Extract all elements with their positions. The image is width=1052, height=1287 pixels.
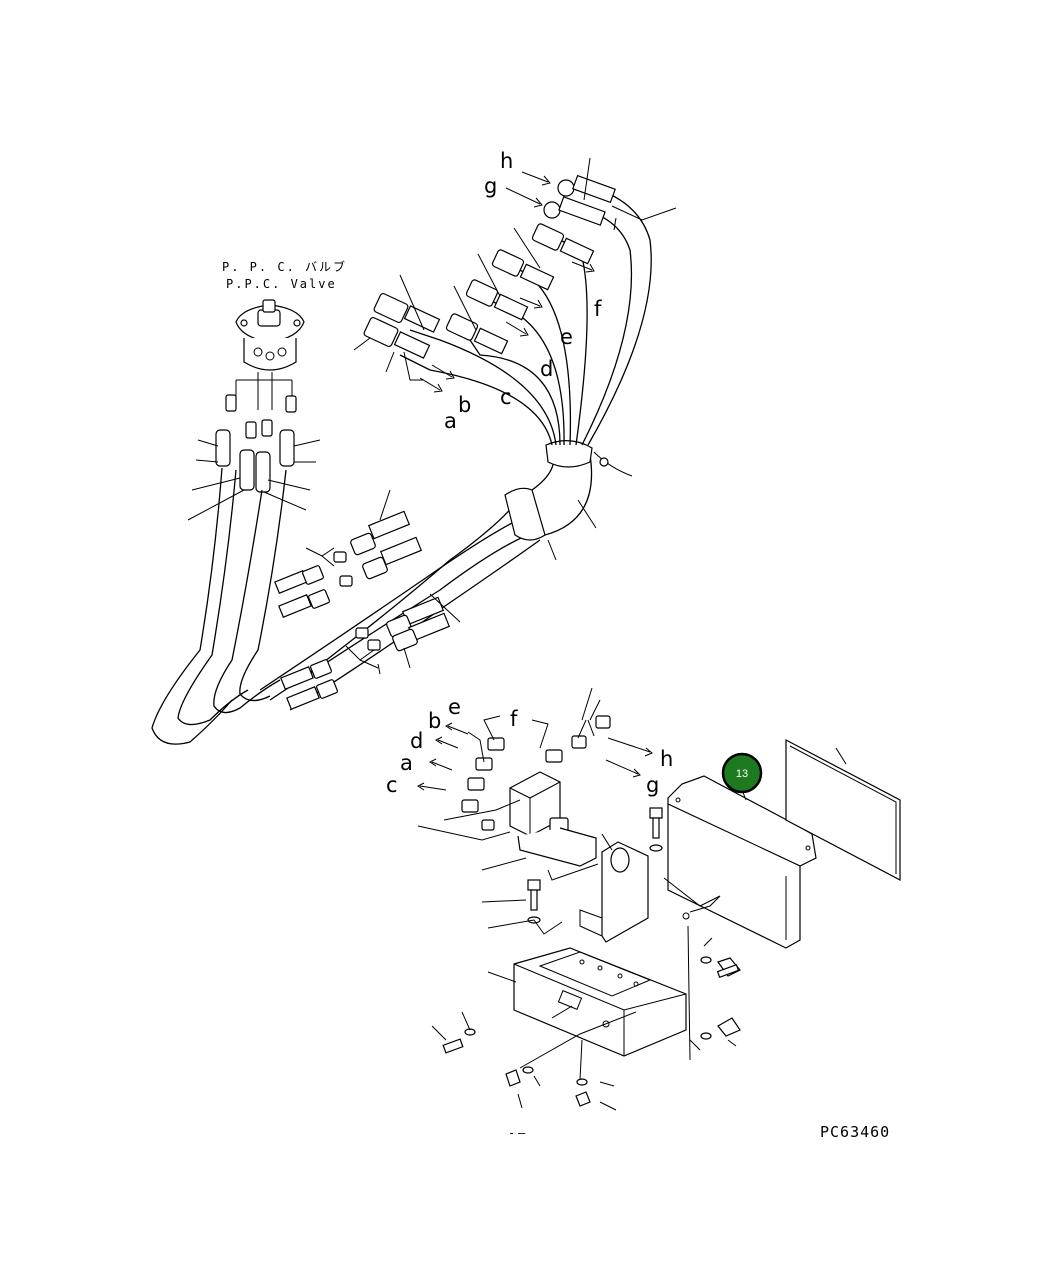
upper-letter-f: f bbox=[594, 297, 602, 321]
upper-letter-b: b bbox=[458, 393, 471, 417]
upper-letter-g: g bbox=[484, 174, 497, 198]
ppc-valve: P. P. C. バルブ P.P.C. Valve bbox=[187, 259, 347, 521]
mid-hose-ends bbox=[274, 489, 461, 710]
callout-13-marker[interactable] bbox=[721, 752, 763, 794]
lower-letter-d: d bbox=[410, 729, 423, 753]
lower-letter-e: e bbox=[448, 695, 461, 719]
ppc-valve-label-jp: P. P. C. バルブ bbox=[222, 259, 347, 274]
upper-letter-a: a bbox=[444, 409, 457, 433]
ppc-valve-label-en: P.P.C. Valve bbox=[226, 277, 337, 291]
mounting-brackets: - — bbox=[431, 807, 741, 1140]
stray-mark-2: — bbox=[518, 1126, 526, 1140]
upper-letter-d: d bbox=[540, 357, 553, 381]
callout-13-number: 13 bbox=[736, 768, 748, 780]
upper-letter-h: h bbox=[500, 149, 513, 173]
lower-letter-c: c bbox=[386, 773, 398, 797]
upper-letter-c: c bbox=[500, 385, 512, 409]
lower-letter-b: b bbox=[428, 709, 441, 733]
controller-box bbox=[663, 775, 817, 949]
hose-bundle bbox=[151, 189, 652, 745]
lower-letter-f: f bbox=[510, 707, 518, 731]
upper-letter-e: e bbox=[560, 325, 573, 349]
lower-letter-a: a bbox=[400, 751, 413, 775]
upper-hose-ends: a b c d e f g h bbox=[353, 149, 677, 433]
drawing-code: PC63460 bbox=[820, 1123, 890, 1141]
lower-letter-h: h bbox=[660, 747, 673, 771]
stray-mark-1: - bbox=[508, 1126, 515, 1140]
controller-cover-plate bbox=[785, 739, 901, 881]
callout-13[interactable]: 13 bbox=[721, 752, 763, 794]
solenoid-block-assembly: a b c d e f g h bbox=[386, 687, 673, 881]
lower-letter-g: g bbox=[646, 773, 659, 797]
